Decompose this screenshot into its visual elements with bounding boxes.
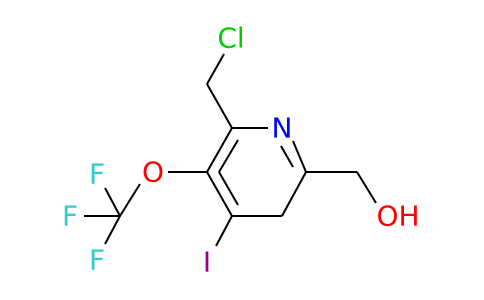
bond-n-c6-inner (280, 145, 294, 168)
atom-fluorine-top: F (89, 158, 105, 191)
bond-o-cf3 (119, 183, 141, 217)
bond-c4-c3 (206, 171, 233, 217)
bond-cf3-f-top (104, 187, 121, 217)
bond-c3-c2 (206, 127, 233, 173)
bonds (84, 53, 377, 247)
bond-n-c6 (292, 140, 307, 173)
atom-iodine: I (203, 246, 211, 279)
bond-c3-c2-inner (218, 139, 239, 173)
bond-cf3-f-bottom (104, 215, 121, 245)
atom-fluorine-bottom: F (89, 244, 105, 277)
bond-c6-c5 (281, 171, 307, 217)
atom-chlorine: Cl (217, 22, 244, 55)
bond-c4-i (215, 215, 233, 247)
atom-hydroxyl: OH (376, 200, 419, 233)
bond-ch2-oh (356, 171, 377, 204)
bond-ch2-cl (206, 83, 233, 129)
bond-ch2-cl-2 (206, 53, 225, 85)
atom-oxygen-ether: O (142, 156, 164, 189)
atom-fluorine-middle: F (62, 200, 78, 233)
bond-c4-c3-inner (218, 171, 239, 206)
atom-labels: Cl N O F F F I OH (62, 22, 420, 279)
atom-nitrogen: N (272, 112, 293, 145)
